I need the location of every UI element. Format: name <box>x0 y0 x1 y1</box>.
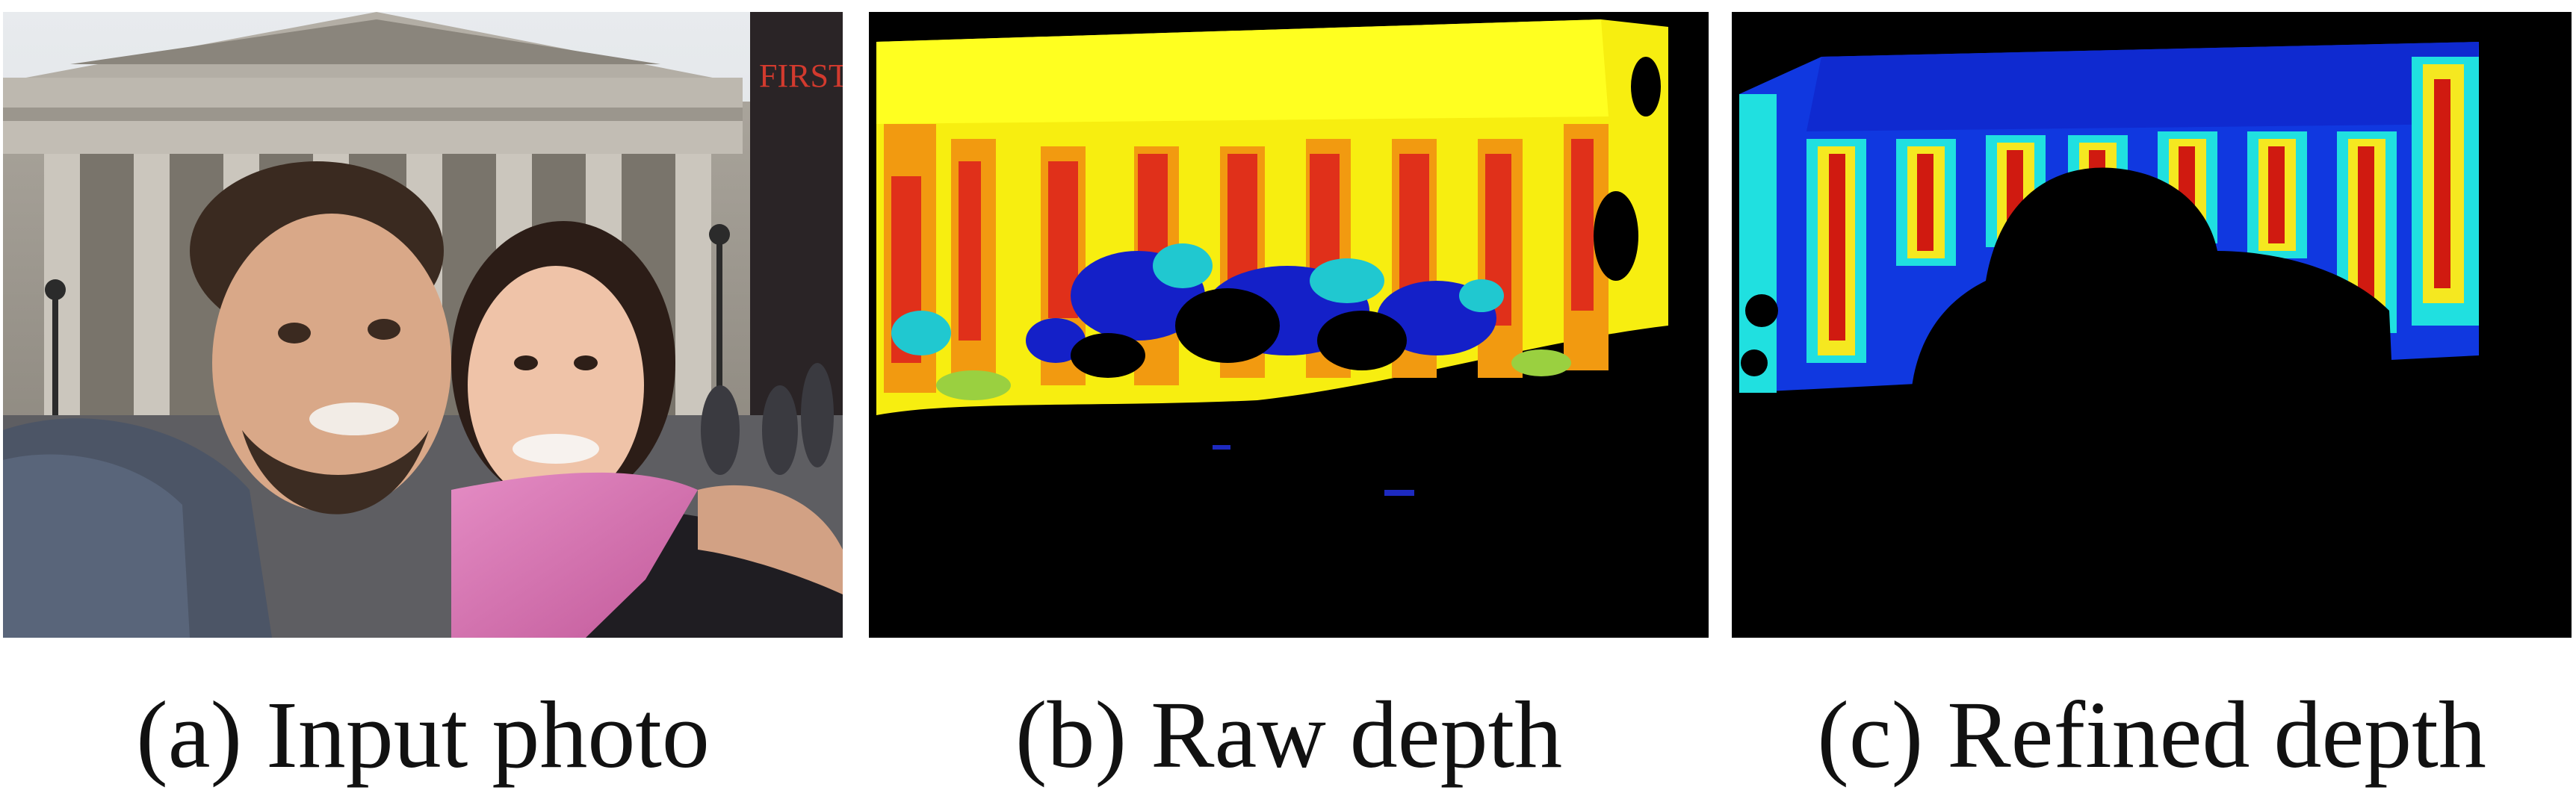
input-photo-panel: FIRST EMPE <box>3 12 843 638</box>
input-photo: FIRST EMPE <box>3 12 843 638</box>
caption-refined-depth: (c) Refined depth <box>1817 682 2486 788</box>
raw-depth-panel <box>869 12 1709 638</box>
caption-input-photo: (a) Input photo <box>136 682 710 788</box>
caption-raw-depth: (b) Raw depth <box>1015 682 1563 788</box>
refined-depth-panel <box>1732 12 2572 638</box>
banner-sign-text: FIRST EMPE <box>759 57 843 94</box>
raw-depth-map <box>869 12 1709 638</box>
refined-depth-map <box>1732 12 2572 638</box>
